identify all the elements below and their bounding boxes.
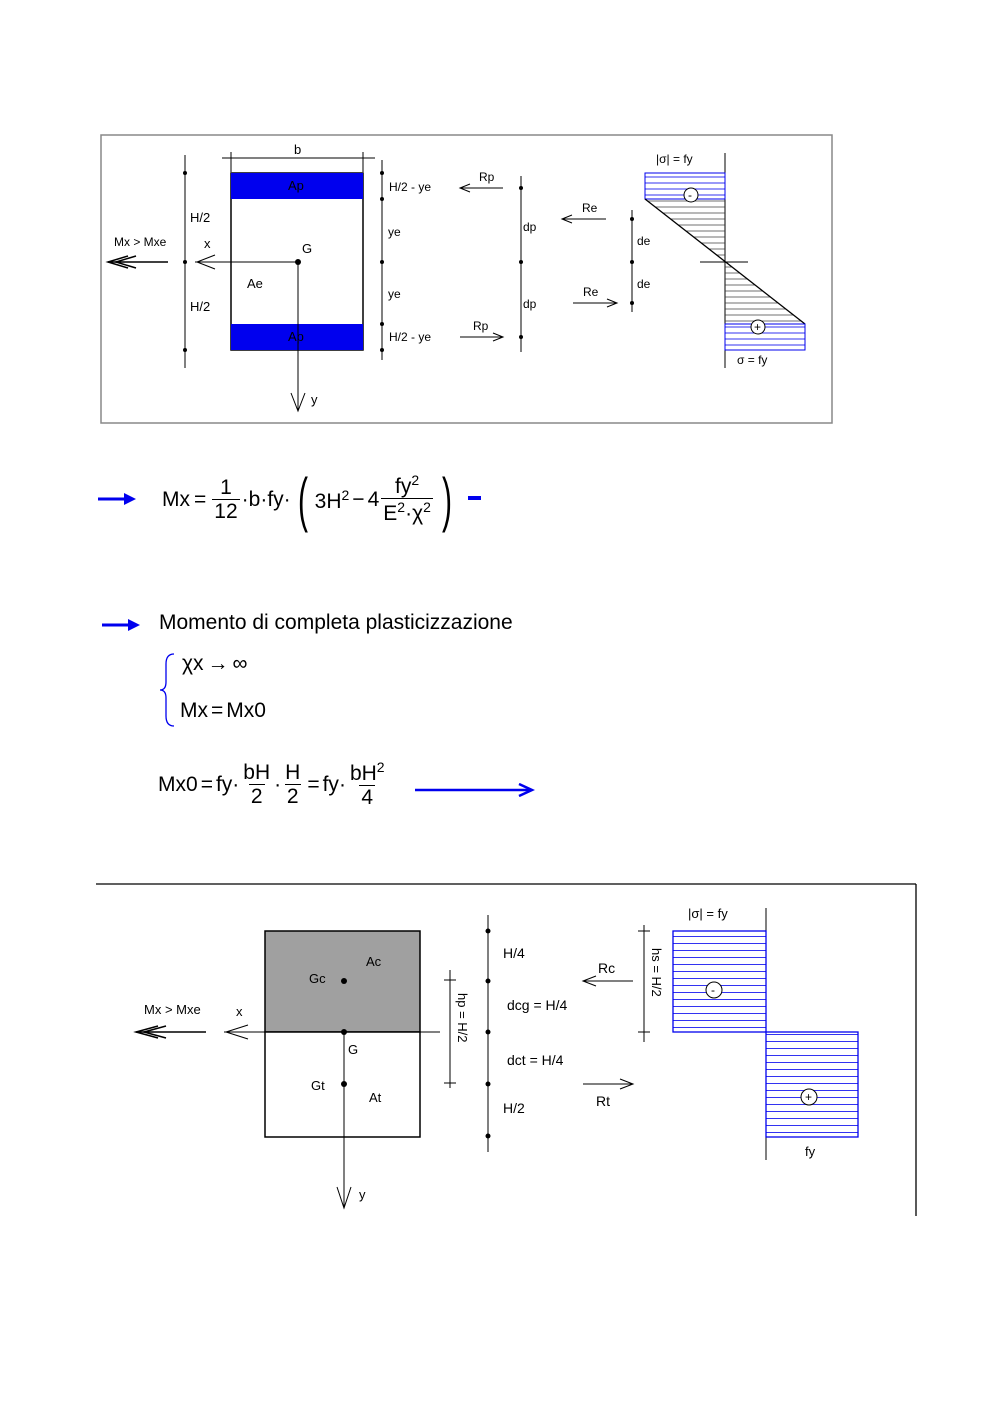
- fraction-one-twelfth: 1 12: [212, 475, 240, 523]
- blue-arrow-icon: [98, 493, 136, 505]
- label-H2-top: H/2: [190, 210, 210, 225]
- fraction-bH2-4: bH2 4: [349, 759, 385, 810]
- formula-moment: Mx = 1 12 · b · fy · ( 3H2 − 4 fy2 E2·χ2…: [162, 466, 452, 533]
- fraction-fy-over-E-chi: fy2 E2·χ2: [381, 472, 433, 526]
- label-G: G: [302, 241, 312, 256]
- figure-full-plastic: Ac Gc G Gt At x y Mx > Mxe hp = H/2 H/4 …: [96, 883, 917, 1216]
- brace-icon: [159, 653, 175, 727]
- label-hp: hp = H/2: [455, 993, 470, 1043]
- label-Rp-bottom: Rp: [473, 319, 489, 333]
- sign-plus: +: [754, 320, 761, 334]
- blue-arrow-icon: [102, 619, 140, 631]
- label-Ap-top: Ap: [288, 178, 304, 193]
- formula-lhs: Mx: [162, 488, 190, 511]
- label-Gc: Gc: [309, 971, 326, 986]
- label-fy-bottom: fy: [805, 1144, 816, 1159]
- label-H2-bottom: H/2: [190, 299, 210, 314]
- label-H4-top: H/4: [503, 945, 525, 961]
- label-Ap-bottom: Ap: [288, 329, 304, 344]
- label-x: x: [236, 1004, 243, 1019]
- label-dp-bottom: dp: [523, 297, 537, 311]
- fraction-H-2: H 2: [284, 761, 301, 809]
- label-dim-ye2: ye: [388, 287, 401, 301]
- label-y: y: [359, 1187, 366, 1202]
- label-Ac: Ac: [366, 954, 382, 969]
- fraction-bH-2: bH 2: [243, 761, 271, 809]
- formula-mx0: Mx0 = fy · bH 2 · H 2 = fy · bH2 4: [158, 759, 385, 810]
- label-dim-ye1: ye: [388, 225, 401, 239]
- figure-partial-plastic: H/2 H/2 b Ap Ap Ae G x y Mx > Mxe H/2 - …: [100, 134, 833, 424]
- label-moment: Mx > Mxe: [114, 235, 167, 249]
- label-At: At: [369, 1090, 382, 1105]
- label-Rp-top: Rp: [479, 170, 495, 184]
- plastic-zone-top: [231, 173, 363, 199]
- label-x: x: [204, 236, 211, 251]
- formula-fy: fy: [267, 488, 284, 511]
- label-Rt: Rt: [596, 1093, 610, 1109]
- label-de-top: de: [637, 234, 651, 248]
- formula-four: 4: [367, 488, 380, 511]
- label-hs: hs = H/2: [649, 948, 664, 997]
- label-Gt: Gt: [311, 1078, 325, 1093]
- stress-block-tension: [765, 1031, 859, 1138]
- label-sigma-bottom: σ = fy: [737, 353, 767, 367]
- label-y: y: [311, 392, 318, 407]
- condition-chi: χx → ∞: [182, 652, 248, 675]
- label-sigma-top: |σ| = fy: [688, 906, 728, 921]
- label-dp-top: dp: [523, 220, 537, 234]
- label-sigma-top: |σ| = fy: [656, 152, 693, 166]
- label-Ae: Ae: [247, 276, 263, 291]
- condition-mx: Mx = Mx0: [180, 699, 266, 722]
- centroid-G: [295, 259, 301, 265]
- label-dim-bottom: H/2 - ye: [389, 330, 431, 344]
- trailing-dash: [468, 496, 481, 500]
- formula-b: b: [248, 488, 261, 511]
- plastic-zone-bottom: [231, 324, 363, 350]
- sign-plus: +: [805, 1090, 812, 1104]
- label-Rc: Rc: [598, 960, 615, 976]
- long-arrow-icon: [415, 783, 535, 797]
- sign-minus: -: [688, 188, 692, 202]
- formula-term: 3H2: [314, 486, 350, 513]
- label-b: b: [294, 142, 301, 157]
- label-dcg: dcg = H/4: [507, 997, 568, 1013]
- label-dct: dct = H/4: [507, 1052, 564, 1068]
- label-dim-top: H/2 - ye: [389, 180, 431, 194]
- label-Re-bottom: Re: [583, 285, 599, 299]
- label-moment: Mx > Mxe: [144, 1002, 201, 1017]
- figure-frame: [100, 134, 833, 424]
- label-H2: H/2: [503, 1100, 525, 1116]
- section-title: Momento di completa plasticizzazione: [159, 611, 513, 634]
- stress-block-compression: [672, 930, 767, 1033]
- label-G: G: [348, 1042, 358, 1057]
- label-Re-top: Re: [582, 201, 598, 215]
- label-de-bottom: de: [637, 277, 651, 291]
- sign-minus: -: [711, 983, 715, 997]
